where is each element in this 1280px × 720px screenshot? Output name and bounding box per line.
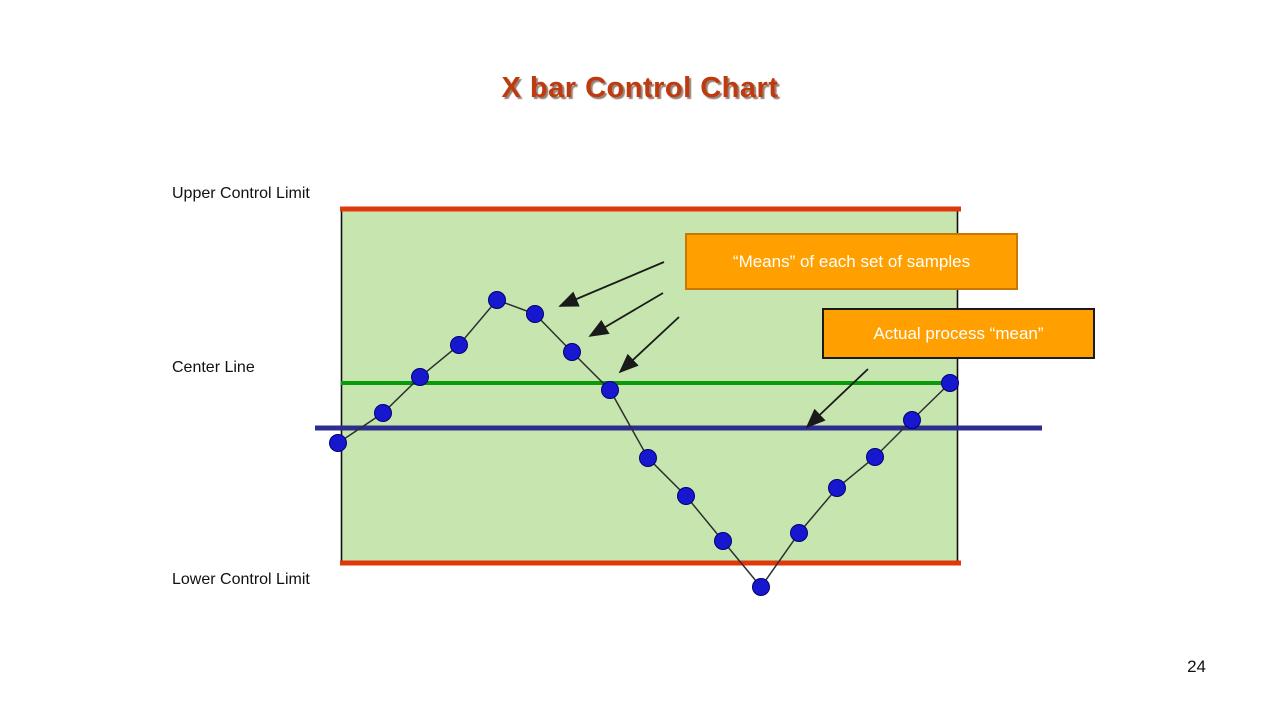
lower-control-limit-label: Lower Control Limit xyxy=(172,571,310,588)
sample-mean-point xyxy=(329,434,347,452)
sample-mean-point xyxy=(639,449,657,467)
callout-actual-process-mean: Actual process “mean” xyxy=(822,308,1095,359)
slide-title: X bar Control Chart xyxy=(501,72,779,104)
center-line-label: Center Line xyxy=(172,359,255,376)
sample-mean-point xyxy=(790,524,808,542)
annotation-arrow xyxy=(588,292,664,337)
sample-mean-point xyxy=(714,532,732,550)
sample-mean-point xyxy=(866,448,884,466)
sample-mean-point xyxy=(752,578,770,596)
sample-mean-point xyxy=(828,479,846,497)
sample-mean-point xyxy=(488,291,506,309)
sample-mean-point xyxy=(563,343,581,361)
upper-control-limit-label: Upper Control Limit xyxy=(172,185,310,202)
sample-mean-point xyxy=(601,381,619,399)
sample-mean-point xyxy=(526,305,544,323)
sample-mean-point xyxy=(941,374,959,392)
annotation-arrow xyxy=(618,316,680,374)
sample-mean-point xyxy=(374,404,392,422)
sample-mean-point xyxy=(677,487,695,505)
sample-mean-point xyxy=(411,368,429,386)
annotation-arrow xyxy=(805,368,869,429)
annotation-arrow xyxy=(558,261,665,307)
sample-mean-point xyxy=(450,336,468,354)
sample-mean-point xyxy=(903,411,921,429)
page-number: 24 xyxy=(1187,657,1206,676)
callout-means-of-samples: “Means” of each set of samples xyxy=(685,233,1018,290)
